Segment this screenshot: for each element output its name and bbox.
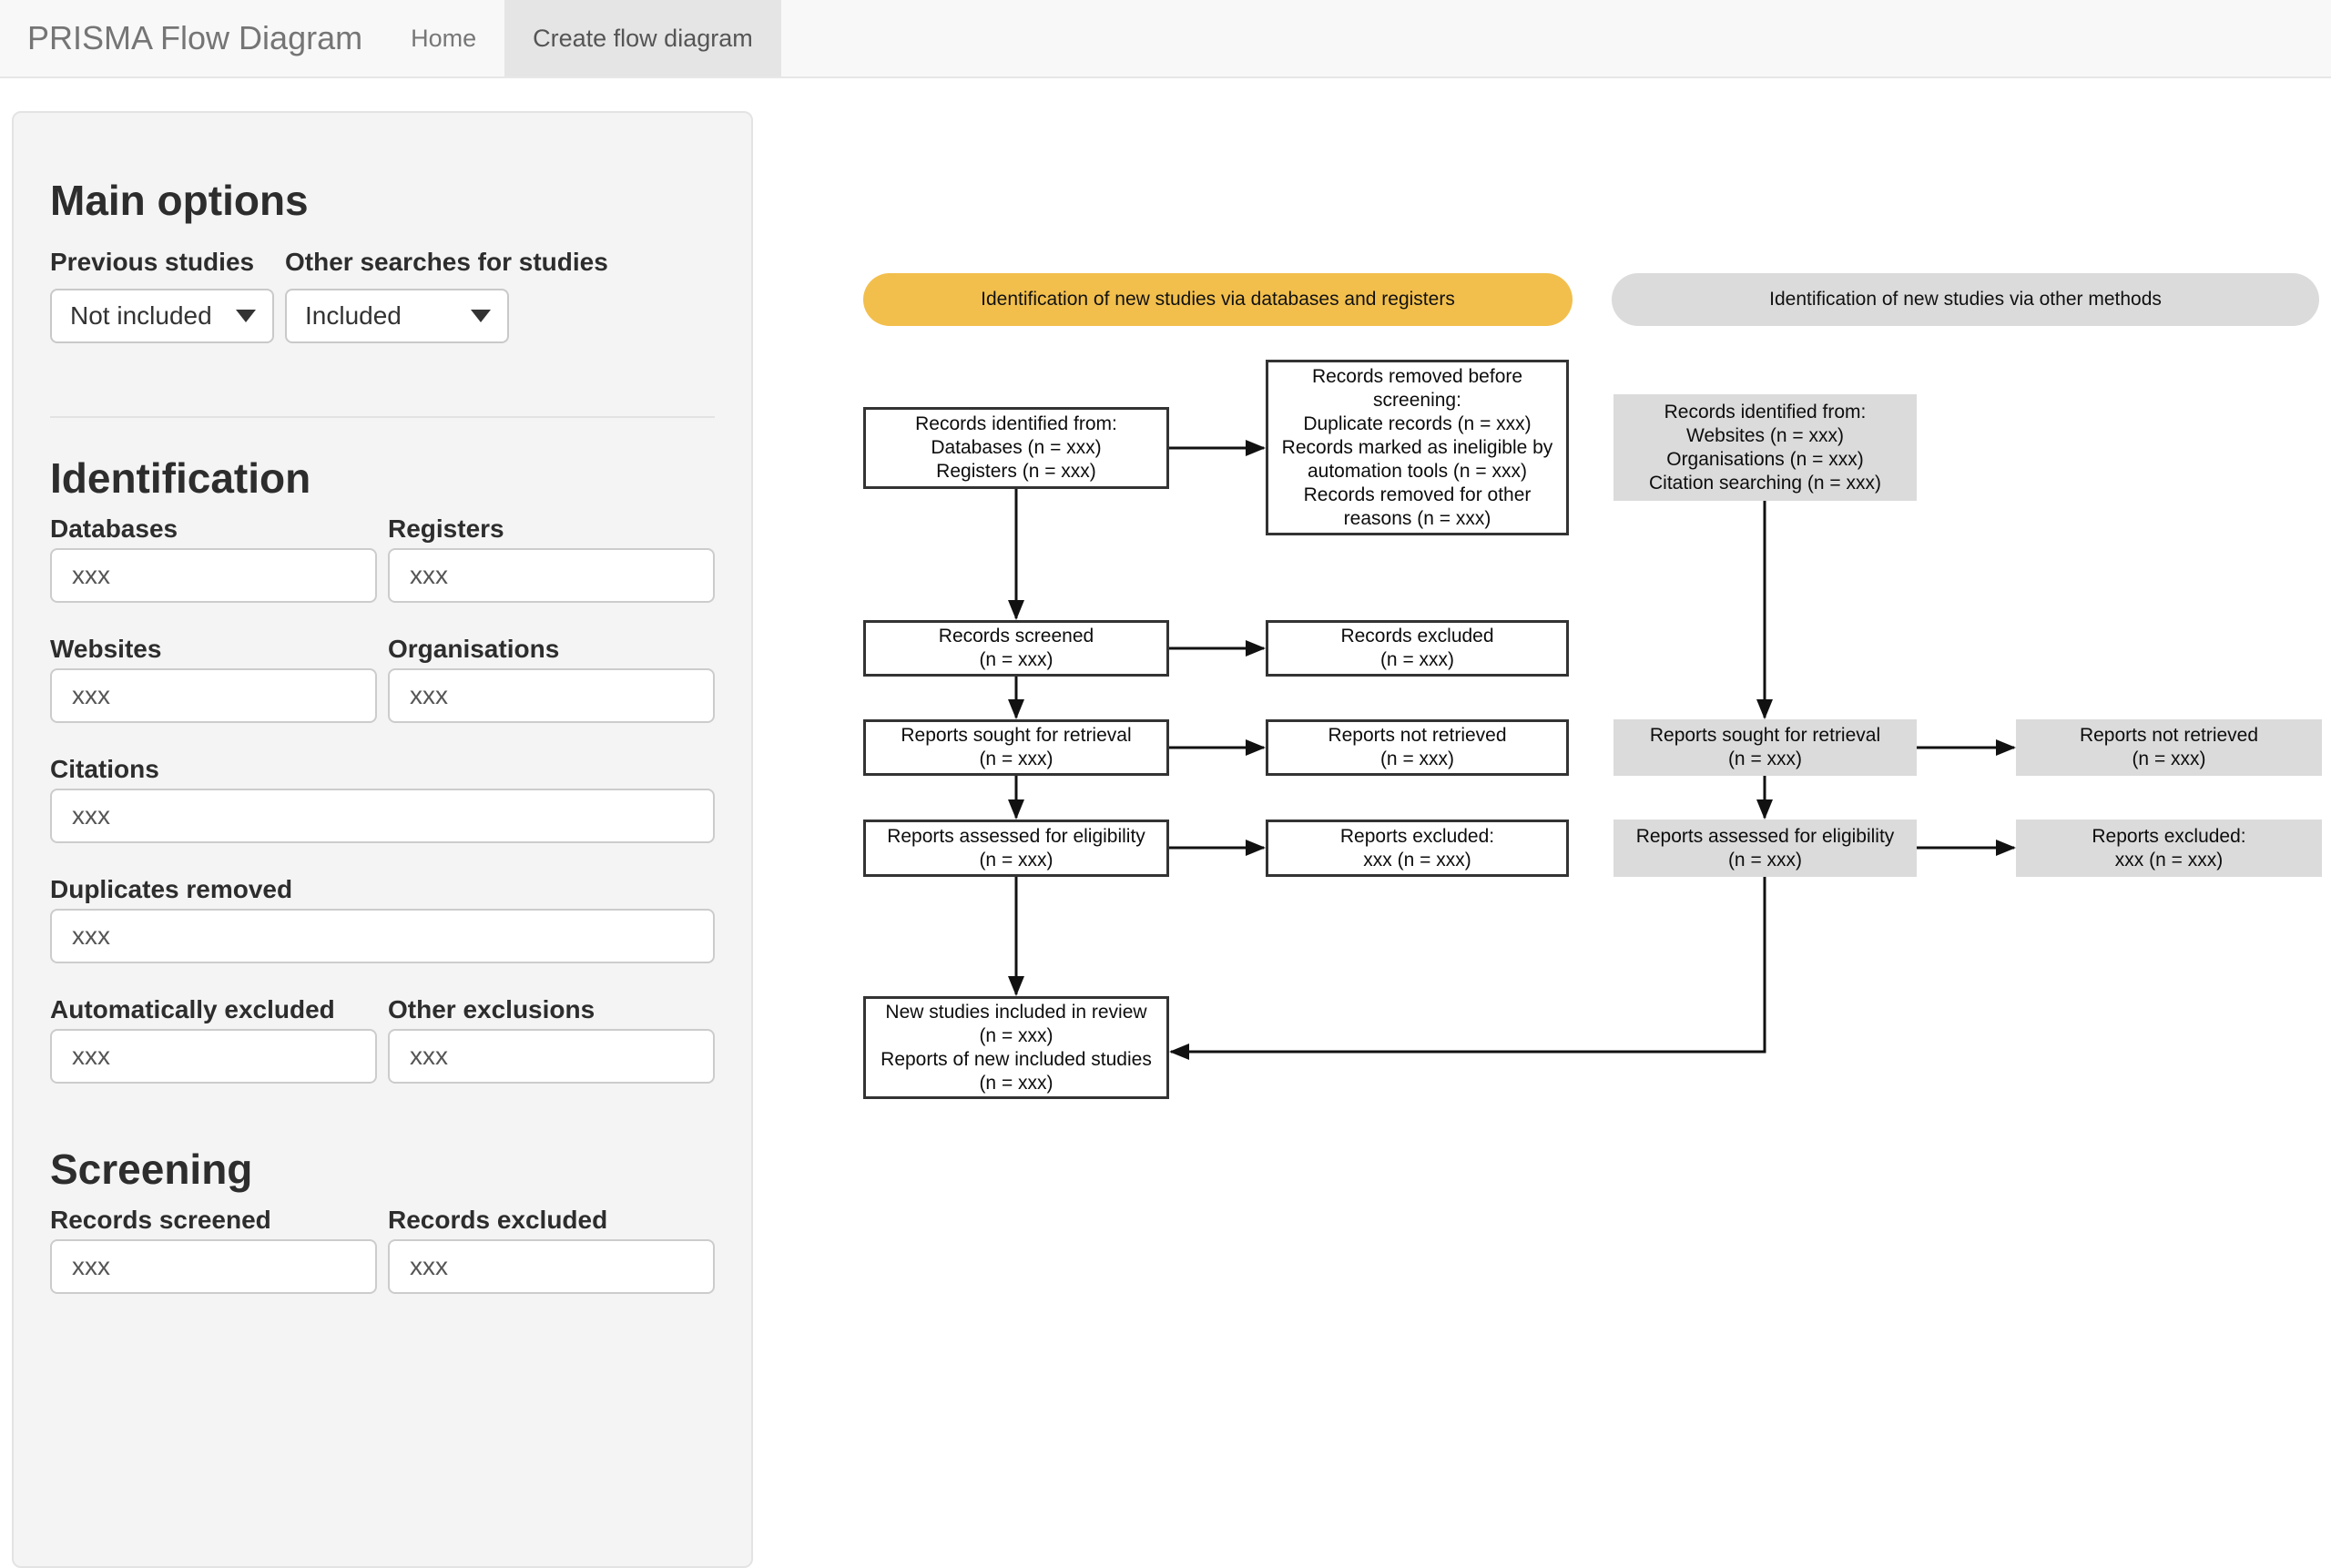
box-new-studies-included: New studies included in review (n = xxx)… bbox=[863, 996, 1169, 1099]
box-line: Reports excluded: bbox=[2092, 825, 2245, 849]
box-line: (n = xxx) bbox=[979, 648, 1053, 672]
arrow-other-assessed-to-included bbox=[1171, 877, 1765, 1052]
box-line: (n = xxx) bbox=[979, 849, 1053, 872]
box-line: xxx (n = xxx) bbox=[1363, 849, 1471, 872]
box-records-identified-other: Records identified from: Websites (n = x… bbox=[1613, 394, 1917, 501]
box-line: Reports excluded: bbox=[1340, 825, 1494, 849]
box-records-removed-before-screening: Records removed before screening: Duplic… bbox=[1266, 360, 1569, 535]
box-line: New studies included in review bbox=[885, 1001, 1146, 1024]
box-reports-sought-databases: Reports sought for retrieval (n = xxx) bbox=[863, 719, 1169, 776]
box-reports-assessed-other: Reports assessed for eligibility (n = xx… bbox=[1613, 820, 1917, 877]
banner-other-methods: Identification of new studies via other … bbox=[1612, 273, 2319, 326]
box-line: (n = xxx) bbox=[2132, 748, 2205, 771]
box-line: (n = xxx) bbox=[979, 748, 1053, 771]
box-line: Records excluded bbox=[1340, 625, 1493, 648]
box-line: Reports sought for retrieval bbox=[1650, 724, 1880, 748]
box-line: Records marked as ineligible by automati… bbox=[1276, 436, 1559, 484]
box-line: Records identified from: bbox=[915, 412, 1117, 436]
box-reports-sought-other: Reports sought for retrieval (n = xxx) bbox=[1613, 719, 1917, 776]
box-line: Records identified from: bbox=[1664, 401, 1867, 424]
box-line: Reports sought for retrieval bbox=[901, 724, 1131, 748]
box-line: (n = xxx) bbox=[979, 1024, 1053, 1048]
box-line: (n = xxx) bbox=[1728, 849, 1802, 872]
box-line: Databases (n = xxx) bbox=[931, 436, 1101, 460]
box-reports-excluded-other: Reports excluded: xxx (n = xxx) bbox=[2016, 820, 2322, 877]
box-line: Organisations (n = xxx) bbox=[1666, 448, 1864, 472]
box-line: Records removed for other reasons (n = x… bbox=[1276, 484, 1559, 531]
box-line: (n = xxx) bbox=[979, 1072, 1053, 1095]
box-line: (n = xxx) bbox=[1380, 748, 1454, 771]
box-line: Registers (n = xxx) bbox=[936, 460, 1096, 484]
box-line: Records screened bbox=[939, 625, 1094, 648]
box-line: Records removed before screening: bbox=[1276, 365, 1559, 412]
box-line: Reports assessed for eligibility bbox=[887, 825, 1145, 849]
box-line: Reports not retrieved bbox=[1328, 724, 1506, 748]
box-line: Reports not retrieved bbox=[2080, 724, 2258, 748]
box-reports-assessed-databases: Reports assessed for eligibility (n = xx… bbox=[863, 820, 1169, 877]
box-line: Reports assessed for eligibility bbox=[1636, 825, 1895, 849]
prisma-flow-diagram: Identification of new studies via databa… bbox=[0, 0, 2331, 1264]
box-reports-not-retrieved-databases: Reports not retrieved (n = xxx) bbox=[1266, 719, 1569, 776]
box-records-screened: Records screened (n = xxx) bbox=[863, 620, 1169, 677]
box-reports-not-retrieved-other: Reports not retrieved (n = xxx) bbox=[2016, 719, 2322, 776]
box-line: (n = xxx) bbox=[1380, 648, 1454, 672]
box-reports-excluded-databases: Reports excluded: xxx (n = xxx) bbox=[1266, 820, 1569, 877]
box-line: (n = xxx) bbox=[1728, 748, 1802, 771]
box-line: Citation searching (n = xxx) bbox=[1649, 472, 1881, 495]
box-records-identified-databases: Records identified from: Databases (n = … bbox=[863, 407, 1169, 489]
box-records-excluded: Records excluded (n = xxx) bbox=[1266, 620, 1569, 677]
box-line: Duplicate records (n = xxx) bbox=[1303, 412, 1531, 436]
box-line: Websites (n = xxx) bbox=[1686, 424, 1844, 448]
banner-databases-registers: Identification of new studies via databa… bbox=[863, 273, 1573, 326]
box-line: Reports of new included studies bbox=[880, 1048, 1152, 1072]
box-line: xxx (n = xxx) bbox=[2115, 849, 2223, 872]
